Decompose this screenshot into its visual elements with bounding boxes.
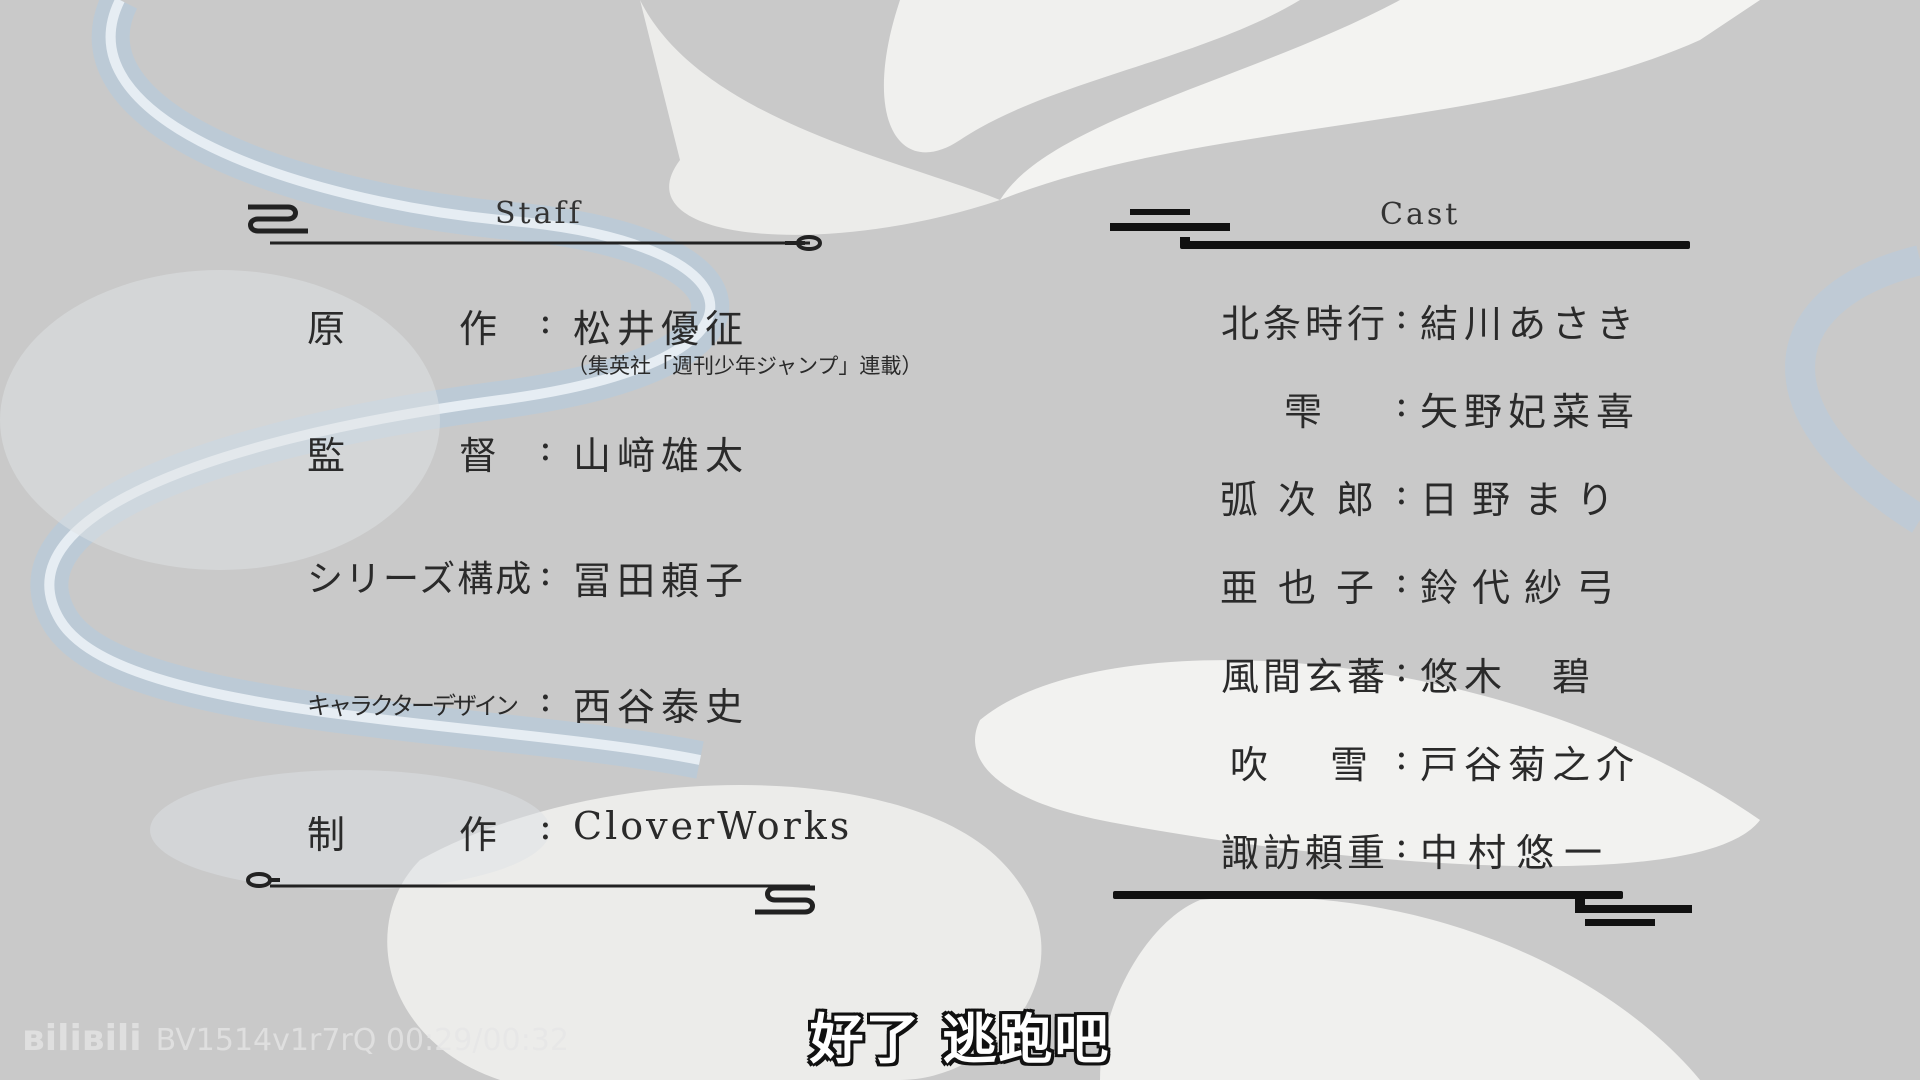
colon: : — [1395, 469, 1408, 513]
cast-name: 結川あさき — [1420, 302, 1641, 346]
staff-name: 松井優征 — [573, 307, 750, 351]
cast-name: 悠木 碧 — [1420, 655, 1597, 699]
colon: : — [539, 298, 558, 342]
staff-name: CloverWorks — [573, 804, 853, 848]
cast-footer-ornament — [1113, 891, 1692, 926]
cast-role: 雫 — [1283, 390, 1326, 434]
cast-row: 北条時行 : 結川あさき — [1220, 293, 1650, 346]
bilibili-logo: ʙiliʙili — [22, 1018, 142, 1059]
cast-row: 亜也子 : 鈴代紗弓 — [1220, 557, 1650, 610]
staff-name: 冨田頼子 — [573, 559, 750, 603]
staff-role: シリーズ構成 — [307, 559, 534, 600]
cast-row: 風間玄蕃 : 悠木 碧 — [1220, 646, 1650, 699]
staff-role: 監 督 — [307, 434, 536, 478]
colon: : — [1395, 646, 1408, 690]
cast-name: 戸谷菊之介 — [1420, 743, 1641, 787]
cast-role: 弧次郎 — [1220, 478, 1395, 522]
cast-header-ornament — [1110, 209, 1690, 249]
staff-header-ornament — [248, 204, 822, 251]
staff-footer-ornament — [246, 872, 815, 915]
colon: : — [1395, 293, 1408, 337]
cast-role: 亜也子 — [1220, 566, 1395, 610]
colon: : — [539, 425, 558, 469]
colon: : — [1395, 734, 1408, 778]
cast-row: 吹 雪 : 戸谷菊之介 — [1220, 734, 1650, 787]
subtitle: 好了 逃跑吧 — [809, 1008, 1111, 1071]
colon: : — [1395, 557, 1408, 601]
watermark: ʙiliʙili BV1514v1r7rQ 00:29/00:32 — [22, 1018, 569, 1059]
colon: : — [1395, 381, 1408, 425]
cast-role: 諏訪頼重 — [1220, 831, 1389, 875]
watermark-text: BV1514v1r7rQ 00:29/00:32 — [155, 1023, 569, 1058]
colon: : — [1395, 822, 1408, 866]
cast-name: 中村悠一 — [1420, 831, 1613, 875]
staff-note: （集英社「週刊少年ジャンプ」連載） — [567, 354, 923, 378]
staff-role: 制 作 — [307, 813, 536, 857]
cast-role: 吹 雪 — [1229, 743, 1380, 787]
colon: : — [539, 550, 558, 594]
colon: : — [539, 676, 558, 720]
staff-role: 原 作 — [307, 307, 536, 351]
cast-name: 矢野妃菜喜 — [1420, 390, 1641, 434]
cast-row: 諏訪頼重 : 中村悠一 — [1220, 822, 1650, 875]
cast-role: 風間玄蕃 — [1220, 655, 1389, 699]
staff-header: Staff — [495, 196, 583, 231]
cast-row: 雫 : 矢野妃菜喜 — [1220, 381, 1650, 434]
cast-header: Cast — [1380, 197, 1461, 232]
staff-name: 西谷泰史 — [573, 685, 750, 729]
colon: : — [539, 804, 558, 848]
staff-name: 山﨑雄太 — [573, 434, 750, 478]
cast-name: 鈴代紗弓 — [1420, 566, 1629, 610]
staff-role: キャラクターデザイン — [307, 692, 519, 720]
cast-row: 弧次郎 : 日野まり — [1220, 469, 1650, 522]
cast-role: 北条時行 — [1220, 302, 1389, 346]
cast-name: 日野まり — [1420, 478, 1629, 522]
